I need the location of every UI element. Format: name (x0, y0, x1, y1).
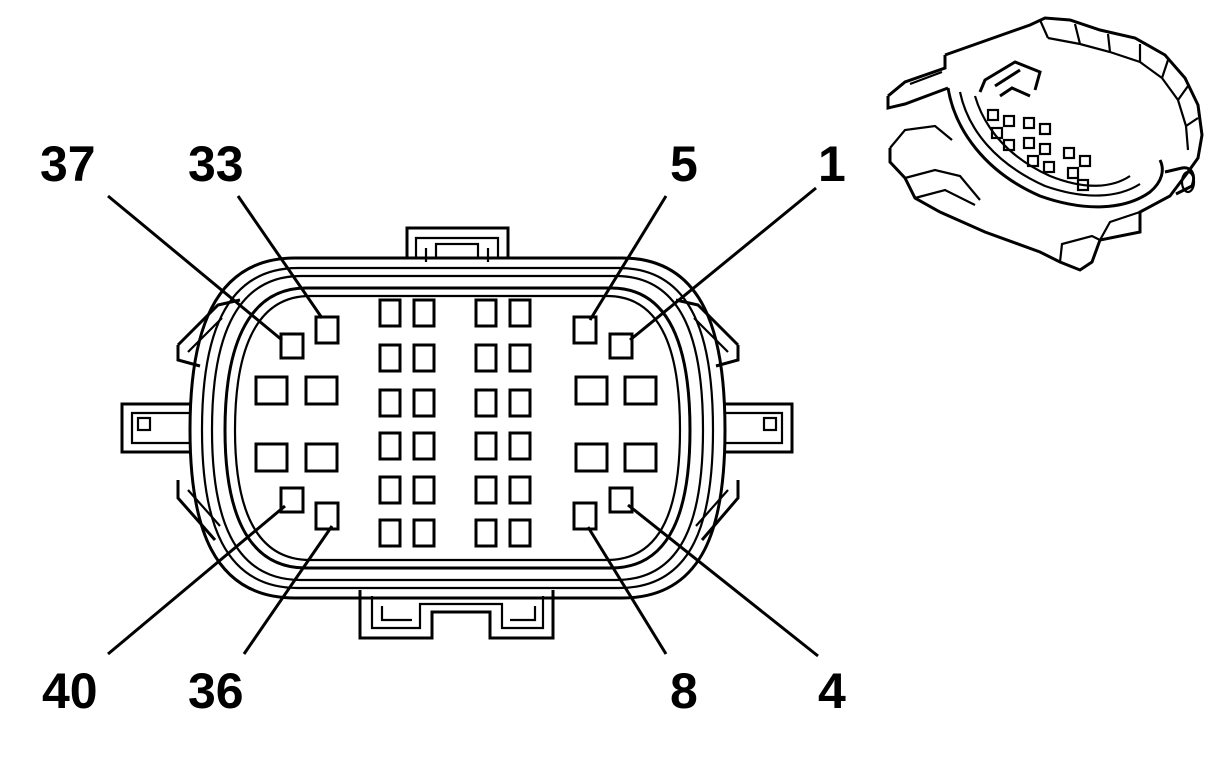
cavity-center (508, 388, 532, 418)
cavity-center (474, 343, 498, 373)
cavity-center (474, 518, 498, 548)
cavity-right-large-3 (574, 442, 609, 473)
cavity-center (378, 298, 402, 328)
cavity-right-large-2 (623, 375, 658, 406)
cavity-center (412, 431, 436, 461)
leader-36 (242, 525, 334, 655)
leader-37 (107, 194, 283, 342)
cavity-center (508, 343, 532, 373)
leader-1 (629, 186, 817, 342)
pin-label-37: 37 (40, 136, 96, 192)
cavity-center (508, 298, 532, 328)
iso-face-opening (946, 87, 1164, 209)
cavity-center (412, 475, 436, 505)
pin-label-8: 8 (670, 663, 698, 719)
pin-cavities (254, 298, 658, 548)
cavity-left-large-3 (254, 442, 289, 473)
connector-isometric-view (886, 16, 1204, 272)
pin-number-labels: 37 33 5 1 40 36 8 4 (40, 136, 846, 719)
cavity-center (474, 298, 498, 328)
cavity-center (378, 388, 402, 418)
leader-4 (627, 503, 819, 658)
cavity-center (378, 518, 402, 548)
outer-shell (188, 256, 727, 600)
pin-label-40: 40 (42, 663, 98, 719)
cavity-center (378, 343, 402, 373)
cavity-left-large-1 (254, 375, 289, 406)
center-cavity-grid (378, 298, 532, 548)
cavity-40 (279, 486, 305, 514)
pin-label-36: 36 (188, 663, 244, 719)
cavity-center (412, 298, 436, 328)
cavity-center (474, 475, 498, 505)
cavity-right-large-4 (623, 442, 658, 473)
cavity-right-large-1 (574, 375, 609, 406)
leader-33 (236, 195, 324, 319)
cavity-center (508, 518, 532, 548)
pin-label-5: 5 (670, 136, 698, 192)
iso-cavities (986, 108, 1092, 192)
cavity-center (378, 431, 402, 461)
iso-rear-body (944, 16, 1204, 173)
cavity-left-large-4 (304, 442, 339, 473)
leader-5 (588, 195, 668, 321)
corner-clips (176, 298, 740, 541)
cavity-center (508, 475, 532, 505)
cavity-1 (608, 332, 634, 360)
cavity-33 (314, 315, 340, 345)
left-side-tab (120, 402, 190, 454)
leader-40 (107, 504, 286, 656)
cavity-5 (572, 315, 598, 345)
pin-label-1: 1 (818, 136, 846, 192)
leader-8 (586, 526, 668, 655)
iso-top-latch (978, 60, 1042, 98)
bottom-latch (358, 590, 555, 640)
seal-ring-2 (210, 274, 705, 582)
seal-ring-1 (200, 266, 715, 590)
pin-label-33: 33 (188, 136, 244, 192)
cavity-36 (314, 501, 340, 531)
cavity-8 (572, 501, 598, 531)
iso-left-wing (886, 55, 949, 110)
cavity-4 (608, 486, 634, 514)
pin-label-4: 4 (818, 663, 846, 719)
cavity-center (508, 431, 532, 461)
cavity-center (378, 475, 402, 505)
cavity-center (474, 431, 498, 461)
cavity-center (412, 388, 436, 418)
leader-lines (107, 186, 819, 658)
cavity-center (412, 343, 436, 373)
inner-face (223, 286, 692, 570)
iso-side-peg (1164, 166, 1196, 196)
cavity-left-large-2 (304, 375, 339, 406)
cavity-37 (279, 332, 305, 360)
right-side-tab (725, 402, 794, 454)
cavity-center (412, 518, 436, 548)
cavity-center (474, 388, 498, 418)
connector-face (120, 226, 794, 640)
